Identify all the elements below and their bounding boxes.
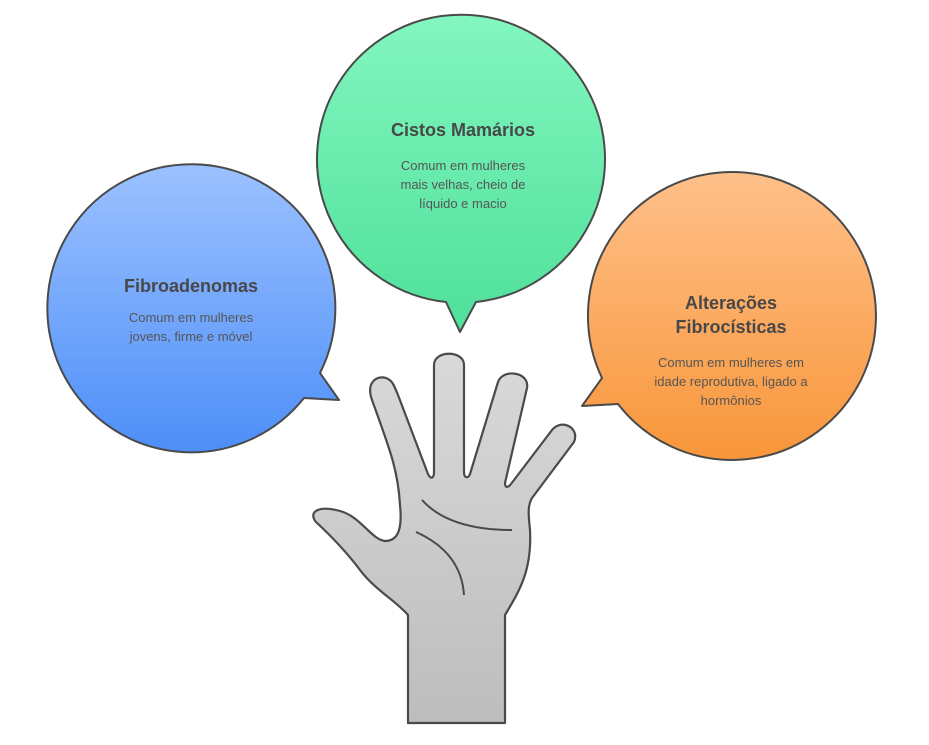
bubble-left-description: Comum em mulheres jovens, firme e móvel [128, 310, 254, 344]
bubble-center-content: Cistos Mamários Comum em mulheres mais v… [358, 118, 568, 213]
speech-bubble-right [581, 170, 877, 461]
bubble-center-description: Comum em mulheres mais velhas, cheio de … [400, 158, 526, 211]
bubble-right-description: Comum em mulheres em idade reprodutiva, … [654, 355, 808, 408]
palm-line-heart [421, 499, 513, 531]
speech-bubble-center [316, 13, 606, 333]
speech-bubble-left [46, 163, 340, 454]
bubble-right-content: Alterações Fibrocísticas Comum em mulher… [626, 291, 836, 410]
bubble-left-content: Fibroadenomas Comum em mulheres jovens, … [86, 274, 296, 346]
hand-icon [312, 352, 577, 725]
palm-line-life [415, 531, 465, 596]
bubble-right-title: Alterações Fibrocísticas [675, 293, 787, 337]
bubble-center-title: Cistos Mamários [390, 120, 536, 140]
bubble-left-title: Fibroadenomas [123, 276, 259, 296]
